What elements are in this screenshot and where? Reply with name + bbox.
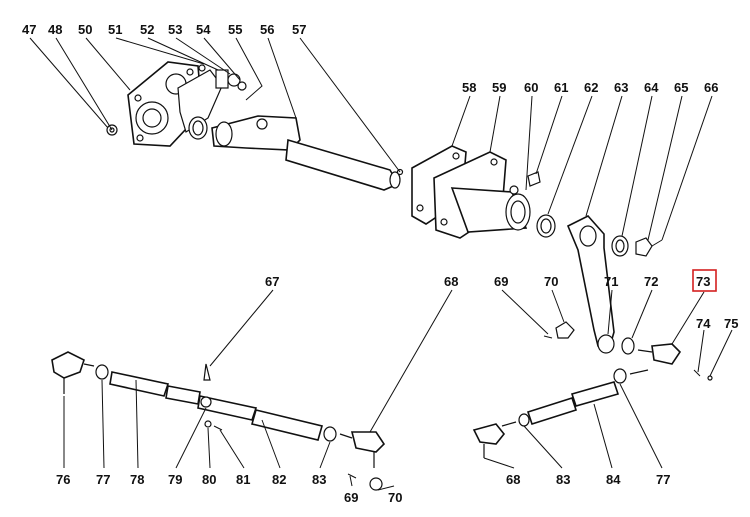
callout-77-right: 77	[656, 472, 670, 487]
callout-69-top: 69	[494, 274, 508, 289]
callout-68-bottom: 68	[506, 472, 520, 487]
gasket-51	[177, 69, 223, 133]
callout-84: 84	[606, 472, 621, 487]
pin-74-75	[693, 369, 713, 381]
callout-83-right: 83	[556, 472, 570, 487]
clip-79-81	[200, 363, 223, 431]
callout-71: 71	[604, 274, 618, 289]
ball-joint-73	[637, 343, 682, 365]
ball-joint-68-right	[472, 421, 517, 458]
steering-shaft-56	[211, 115, 404, 191]
callout-61: 61	[554, 80, 568, 95]
washer-77-right	[613, 368, 649, 384]
callout-79: 79	[168, 472, 182, 487]
track-rod-end-76	[51, 351, 109, 394]
callout-56: 56	[260, 22, 274, 37]
callout-83-left: 83	[312, 472, 326, 487]
callout-72: 72	[644, 274, 658, 289]
callout-82: 82	[272, 472, 286, 487]
callout-57: 57	[292, 22, 306, 37]
tube-84	[518, 381, 620, 427]
callout-60: 60	[524, 80, 538, 95]
nut-70-split-pin-69	[543, 321, 575, 339]
callout-58: 58	[462, 80, 476, 95]
callout-48: 48	[48, 22, 62, 37]
callout-54: 54	[196, 22, 211, 37]
callout-70-bottom: 70	[388, 490, 402, 505]
callout-62: 62	[584, 80, 598, 95]
callout-80: 80	[202, 472, 216, 487]
seal-62	[536, 214, 556, 238]
tube-82	[251, 409, 337, 442]
callout-47: 47	[22, 22, 36, 37]
callout-63: 63	[614, 80, 628, 95]
callout-59: 59	[492, 80, 506, 95]
leader-lines	[29, 37, 733, 491]
callout-69-bottom: 69	[344, 490, 358, 505]
steering-box-tube-62	[450, 171, 541, 233]
callout-81: 81	[236, 472, 250, 487]
callout-51: 51	[108, 22, 122, 37]
callout-66: 66	[704, 80, 718, 95]
tube-78	[109, 371, 258, 421]
callout-68-top: 68	[444, 274, 458, 289]
callout-53: 53	[168, 22, 182, 37]
callout-70-top: 70	[544, 274, 558, 289]
callout-78: 78	[130, 472, 144, 487]
callout-55: 55	[228, 22, 242, 37]
callout-64: 64	[644, 80, 659, 95]
callout-67: 67	[265, 274, 279, 289]
callout-52: 52	[140, 22, 154, 37]
callout-65: 65	[674, 80, 688, 95]
joint-71-72	[597, 334, 635, 355]
callout-76: 76	[56, 472, 70, 487]
callout-50: 50	[78, 22, 92, 37]
washer-64-nut-65	[611, 235, 663, 257]
seal-ring-56	[188, 116, 208, 140]
highlight-box-73	[692, 269, 717, 292]
callout-77-left: 77	[96, 472, 110, 487]
callout-74: 74	[696, 316, 711, 331]
callout-73: 73	[696, 274, 710, 289]
callout-75: 75	[724, 316, 738, 331]
callout-numbers: 47 48 50 51 52 53 54 55 56 57 58 59 60 6…	[22, 22, 738, 505]
small-parts-52-55	[106, 64, 247, 136]
ball-joint-68-left	[339, 431, 386, 491]
